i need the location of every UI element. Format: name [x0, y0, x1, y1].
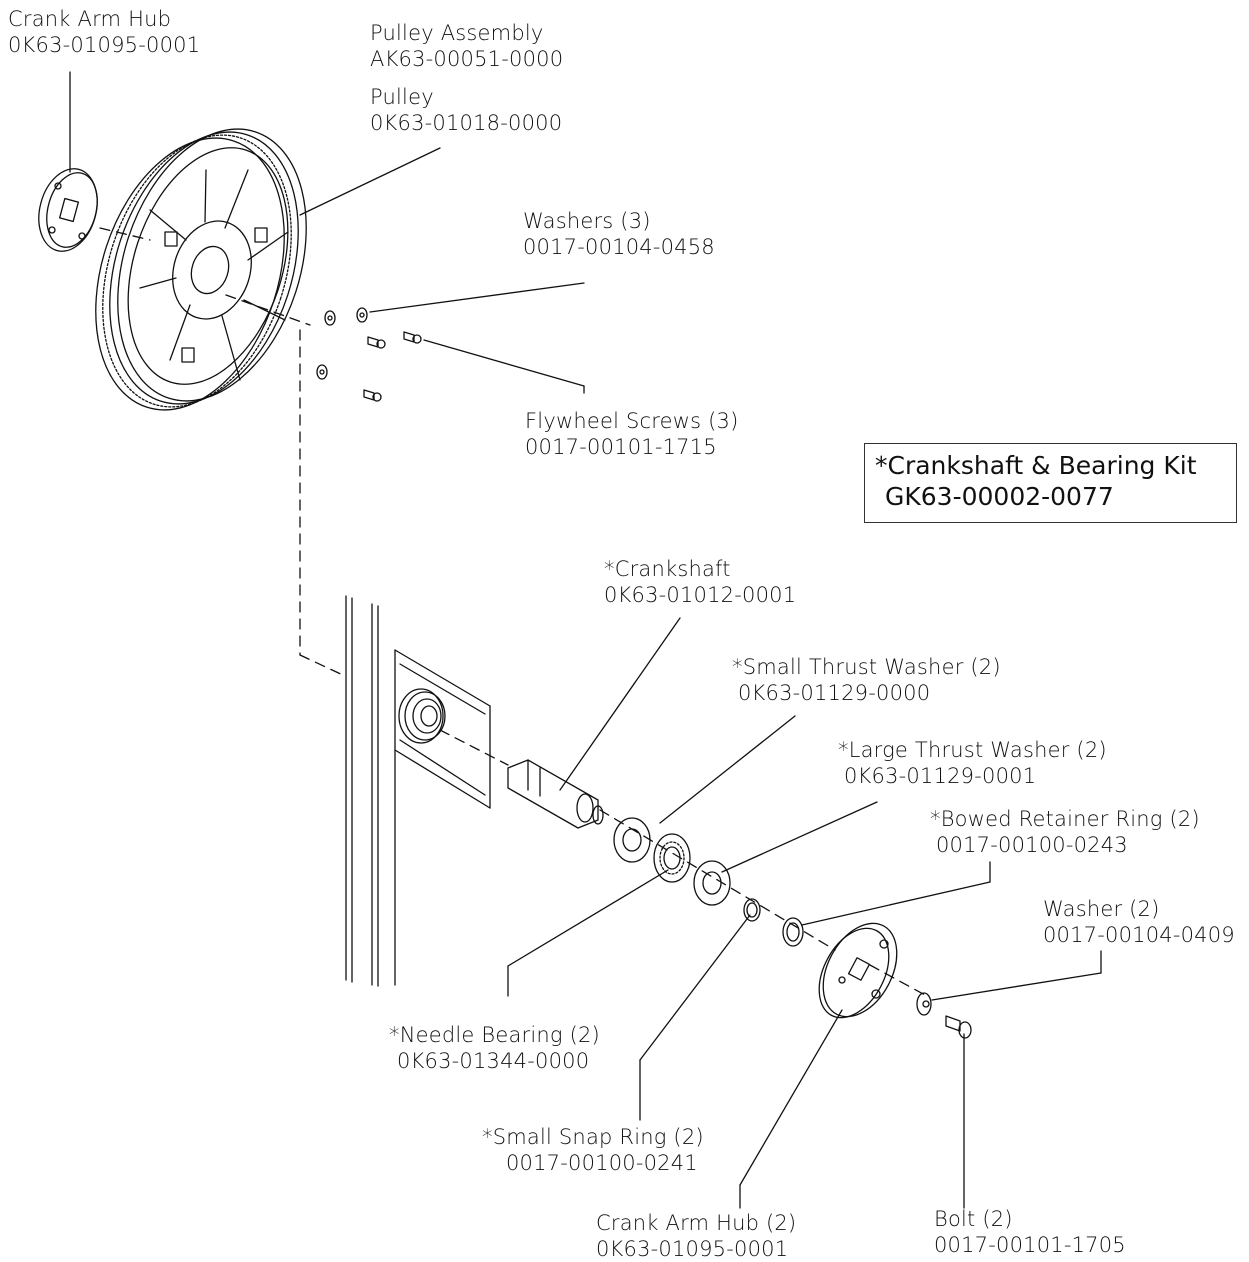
frame-bearing-boss: [398, 688, 446, 744]
part-name: Pulley Assembly: [370, 21, 544, 45]
label-washers: Washers (3) 0017-00104-0458: [523, 208, 715, 260]
crank-arm-hub-bottom: [818, 922, 898, 1019]
part-number: 0K63-01129-0000: [738, 681, 931, 705]
label-bolt: Bolt (2) 0017-00101-1705: [934, 1206, 1126, 1258]
frame-bracket: [345, 595, 491, 987]
assembly-lines: [99, 227, 926, 996]
part-number: 0K63-01018-0000: [370, 111, 563, 135]
crankshaft: [507, 759, 604, 829]
label-needle-bearing: *Needle Bearing (2) 0K63-01344-0000: [389, 1022, 600, 1074]
kit-callout-box: *Crankshaft & Bearing Kit GK63-00002-007…: [864, 443, 1237, 523]
label-small-snap-ring: *Small Snap Ring (2) 0017-00100-0241: [482, 1124, 704, 1176]
washer-and-bolt: [916, 992, 972, 1039]
part-name: Crank Arm Hub: [8, 7, 172, 31]
part-number: 0K63-01095-0001: [596, 1237, 789, 1261]
bearing-stack: [613, 817, 804, 947]
kit-name: *Crankshaft & Bearing Kit: [875, 451, 1197, 480]
label-pulley-assembly: Pulley Assembly AK63-00051-0000: [370, 20, 563, 72]
part-name: *Needle Bearing (2): [389, 1023, 600, 1047]
part-name: *Large Thrust Washer (2): [838, 738, 1107, 762]
label-flywheel-screws: Flywheel Screws (3) 0017-00101-1715: [525, 408, 738, 460]
label-small-thrust-washer: *Small Thrust Washer (2) 0K63-01129-0000: [732, 654, 1001, 706]
part-number: 0017-00104-0409: [1043, 923, 1235, 947]
part-name: Washer (2): [1043, 897, 1160, 921]
washers-and-screws: [316, 307, 422, 402]
part-name: *Crankshaft: [604, 557, 731, 581]
part-number: 0017-00100-0243: [936, 833, 1128, 857]
part-name: *Small Snap Ring (2): [482, 1125, 704, 1149]
label-crank-arm-hub-bottom: Crank Arm Hub (2) 0K63-01095-0001: [596, 1210, 796, 1262]
part-name: *Bowed Retainer Ring (2): [930, 807, 1200, 831]
part-name: Bolt (2): [934, 1207, 1013, 1231]
label-large-thrust-washer: *Large Thrust Washer (2) 0K63-01129-0001: [838, 737, 1107, 789]
part-number: 0K63-01129-0001: [844, 764, 1037, 788]
part-number: 0K63-01344-0000: [397, 1049, 590, 1073]
part-number: AK63-00051-0000: [370, 47, 564, 71]
label-crank-arm-hub-top: Crank Arm Hub 0K63-01095-0001: [8, 6, 200, 58]
label-pulley: Pulley 0K63-01018-0000: [370, 84, 562, 136]
part-name: Flywheel Screws (3): [525, 409, 739, 433]
part-name: Pulley: [370, 85, 434, 109]
crank-arm-hub-top: [38, 168, 98, 252]
leader-lines: [69, 71, 1102, 1209]
part-number: 0K63-01095-0001: [8, 33, 201, 57]
label-bowed-retainer-ring: *Bowed Retainer Ring (2) 0017-00100-0243: [930, 806, 1200, 858]
part-number: 0017-00100-0241: [506, 1151, 698, 1175]
part-name: Washers (3): [523, 209, 651, 233]
kit-part-number: GK63-00002-0077: [885, 482, 1114, 511]
part-name: *Small Thrust Washer (2): [732, 655, 1001, 679]
part-name: Crank Arm Hub (2): [596, 1211, 797, 1235]
part-number: 0017-00101-1715: [525, 435, 717, 459]
part-number: 0017-00104-0458: [523, 235, 715, 259]
part-number: 0K63-01012-0001: [604, 583, 797, 607]
label-washer-2: Washer (2) 0017-00104-0409: [1043, 896, 1235, 948]
pulley-wheel: [95, 128, 307, 411]
part-number: 0017-00101-1705: [934, 1233, 1126, 1257]
label-crankshaft: *Crankshaft 0K63-01012-0001: [604, 556, 796, 608]
